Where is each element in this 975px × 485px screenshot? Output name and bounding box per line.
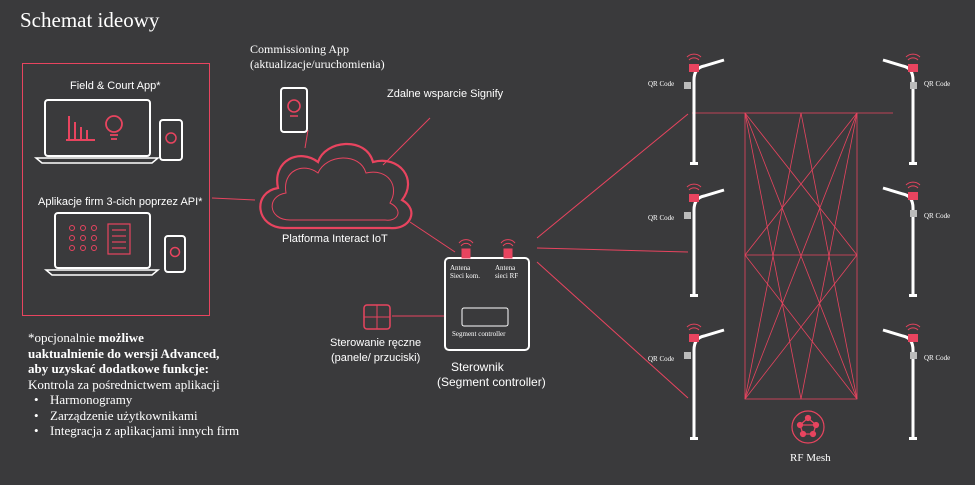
platform-label: Platforma Interact IoT: [282, 233, 388, 245]
cloud-icon: [259, 142, 413, 230]
manual-control-label: Sterowanie ręczne: [330, 337, 422, 349]
apps-group-frame: [22, 63, 210, 316]
notes-line-3: aby uzyskać dodatkowe funkcje:: [28, 361, 209, 376]
rf-mesh-icon: [791, 410, 825, 444]
link-remote-cloud: [382, 117, 431, 166]
lamp-node-icon: [689, 194, 699, 202]
connection-lines: [211, 113, 689, 399]
qr-code-label: QR Code: [648, 355, 675, 363]
qr-code-label: QR Code: [648, 80, 675, 88]
qr-code-label: QR Code: [648, 214, 675, 222]
qr-code-icon: [910, 352, 917, 359]
qr-code-icon: [684, 82, 691, 89]
link-commission-cloud: [304, 129, 309, 149]
upgrade-notes: *opcjonalnie możliwe uaktualnienie do we…: [28, 330, 243, 439]
link-cloud-controller: [409, 221, 456, 253]
network-nodes-icon: [69, 225, 97, 251]
list-item: Harmonogramy: [34, 392, 243, 408]
lamp-node-icon: [689, 334, 699, 342]
third-party-apps-label: Aplikacje firm 3-cich poprzez API*: [38, 196, 203, 208]
laptop-icon-third-party: [43, 212, 161, 276]
remote-support-label: Zdalne wsparcie Signify: [387, 88, 504, 100]
controller-label: Sterownik: [451, 360, 504, 374]
link-controller-pole2: [536, 247, 689, 253]
phone-icon-commissioning: [280, 87, 308, 133]
notes-line-2: uaktualnienie do wersji Advanced,: [28, 345, 220, 361]
link-apps-cloud: [211, 197, 256, 201]
notes-line-4: Kontrola za pośrednictwem aplikacji: [28, 376, 220, 392]
rf-mesh-grid: [692, 112, 893, 400]
laptop-icon-field-app: [33, 99, 161, 164]
qr-code-label: QR Code: [924, 212, 951, 220]
commissioning-app-subtitle: (aktualizacje/uruchomienia): [250, 57, 385, 71]
lamp-node-icon: [689, 64, 699, 72]
field-court-app-label: Field & Court App*: [70, 80, 161, 92]
link-controller-pole3: [536, 261, 689, 399]
notes-feature-list: Harmonogramy Zarządzenie użytkownikami I…: [28, 392, 243, 439]
manual-control-panel-icon: [363, 304, 391, 330]
link-controller-pole1: [536, 113, 689, 239]
qr-code-label: QR Code: [924, 354, 951, 362]
rf-mesh-label: RF Mesh: [790, 452, 831, 464]
street-lamp-icon: [882, 323, 921, 440]
list-item: Zarządzenie użytkownikami: [34, 408, 243, 424]
qr-code-icon: [910, 82, 917, 89]
street-lamps: [684, 53, 921, 440]
lamp-node-icon: [908, 64, 918, 72]
page-title: Schemat ideowy: [20, 8, 160, 32]
segment-controller-inner-label: Segment controller: [452, 330, 506, 338]
cloud-inner-outline: [271, 157, 399, 221]
phone-icon-third-party: [164, 235, 186, 273]
notes-line-1: *opcjonalnie możliwe: [28, 330, 144, 345]
bulb-icon: [105, 115, 123, 140]
chart-icon: [66, 116, 95, 141]
street-lamp-icon: [882, 53, 921, 165]
list-item: Integracja z aplikacjami innych firm: [34, 423, 243, 439]
street-lamp-icon: [684, 323, 725, 440]
antenna-icon-rf: [500, 239, 516, 259]
qr-code-label: QR Code: [924, 80, 951, 88]
commissioning-app-title: Commissioning App: [250, 42, 350, 56]
segment-controller-box: [444, 239, 530, 351]
qr-code-icon: [684, 352, 691, 359]
street-lamp-icon: [882, 181, 921, 297]
street-lamp-icon: [684, 183, 725, 297]
street-lamp-icon: [684, 53, 725, 165]
manual-control-sublabel: (panele/ przuciski): [331, 352, 421, 364]
lamp-node-icon: [908, 334, 918, 342]
qr-code-icon: [684, 212, 691, 219]
list-icon: [107, 223, 131, 255]
lamp-node-icon: [908, 192, 918, 200]
phone-icon-field-app: [159, 119, 183, 161]
qr-code-icon: [910, 210, 917, 217]
controller-sublabel: (Segment controller): [437, 375, 546, 389]
antenna-icon-comm: [458, 239, 474, 259]
